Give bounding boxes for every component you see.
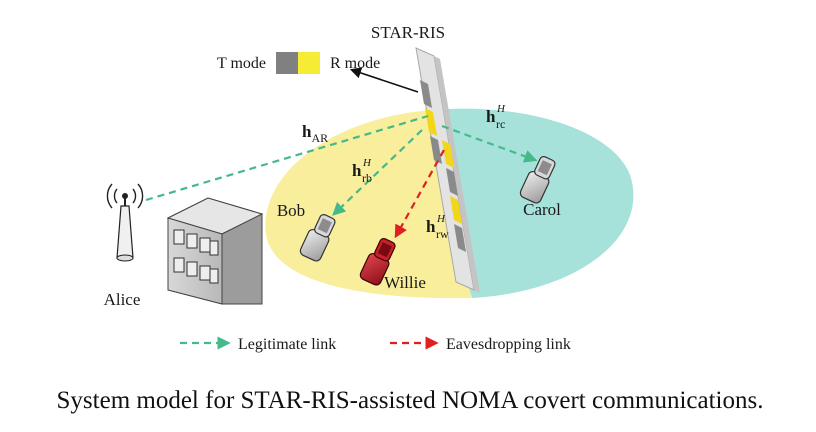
figure-caption: System model for STAR-RIS-assisted NOMA … [57,387,764,414]
link-alice-ris [145,114,429,202]
ris-t-element [430,136,442,164]
channel-h-rw: h H rw [426,213,449,241]
link-ris-carol [441,124,538,163]
svg-text:rb: rb [362,171,372,185]
willie-phone-icon [359,238,396,286]
transmission-region [432,108,634,299]
svg-text:H: H [362,157,372,169]
link-ris-willie [394,149,445,239]
ris-r-element [450,196,462,224]
link-ris-bob [332,129,423,216]
bob-label: Bob [277,201,305,220]
svg-text:H: H [496,103,506,115]
alice-antenna-icon [106,183,144,262]
channel-h-rb: h H rb [352,157,372,185]
building-icon [166,197,264,305]
star-ris-panel [415,47,480,293]
svg-text:rw: rw [436,227,449,241]
t-mode-swatch [276,52,298,74]
ris-t-element [454,224,466,252]
legend-eaves-label: Eavesdropping link [446,336,571,353]
ris-r-element [442,140,454,168]
svg-text:rc: rc [496,117,505,131]
r-mode-label: R mode [330,55,380,72]
carol-label: Carol [523,200,561,219]
legend-legit-label: Legitimate link [238,336,336,353]
r-mode-swatch [298,52,320,74]
legend: Legitimate link Eavesdropping link [180,336,571,353]
carol-phone-icon [519,156,556,204]
svg-text:h: h [352,161,362,180]
channel-h-ar: hAR [302,122,328,145]
svg-text:h: h [426,217,436,236]
t-mode-label: T mode [217,55,266,72]
channel-h-rc: h H rc [486,103,506,131]
ris-t-element [446,168,458,196]
ris-r-element [425,108,437,136]
alice-label: Alice [104,290,141,309]
willie-label: Willie [384,273,426,292]
svg-text:H: H [436,213,446,225]
mode-pointer-arrow [349,67,419,93]
ris-r-element [420,80,432,108]
svg-text:h: h [486,107,496,126]
star-ris-label: STAR-RIS [371,23,445,42]
bob-phone-icon [299,214,336,262]
